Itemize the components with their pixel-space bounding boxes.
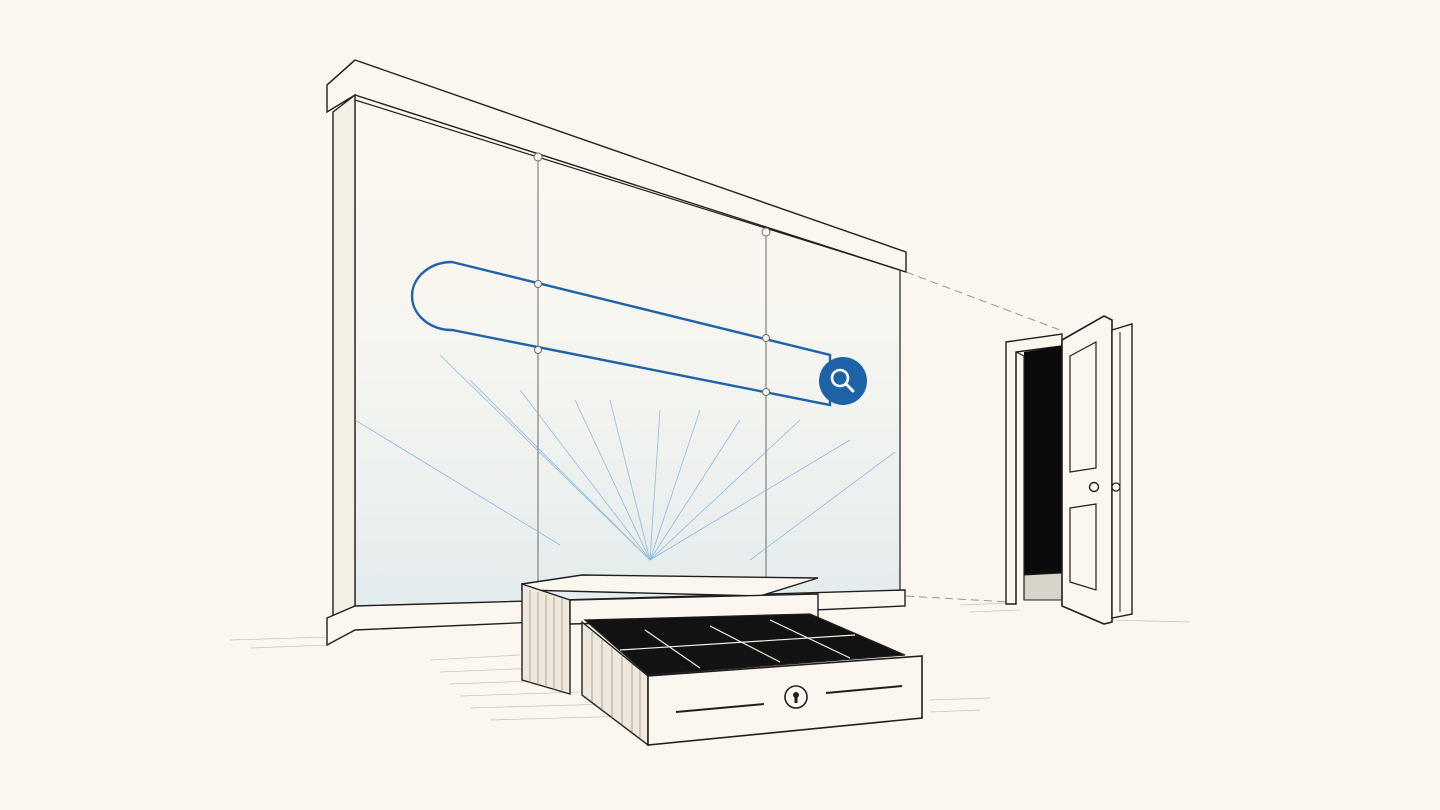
door-jamb-right [1111,323,1133,619]
drawer-handle-left [675,703,765,713]
drawer-handle-right [825,685,903,694]
door-knob[interactable] [1088,481,1100,493]
doorway-opening [1024,346,1062,585]
wall-left-post [332,93,356,630]
light-rays [354,354,896,561]
door-leaf[interactable] [1061,315,1113,625]
connector-dashed [905,271,1061,331]
search-icon[interactable] [819,357,867,405]
floor-hatching [229,602,1191,721]
door-panel-upper [1069,340,1097,473]
connector-dashed [905,595,1011,603]
keyhole-icon [784,685,808,709]
drawer-dividers [619,619,856,669]
door-panel-lower [1069,503,1097,591]
door[interactable] [1005,315,1133,625]
search-bar-outline [410,260,832,407]
drawer-box[interactable] [521,574,923,747]
search-bar[interactable] [410,260,867,407]
